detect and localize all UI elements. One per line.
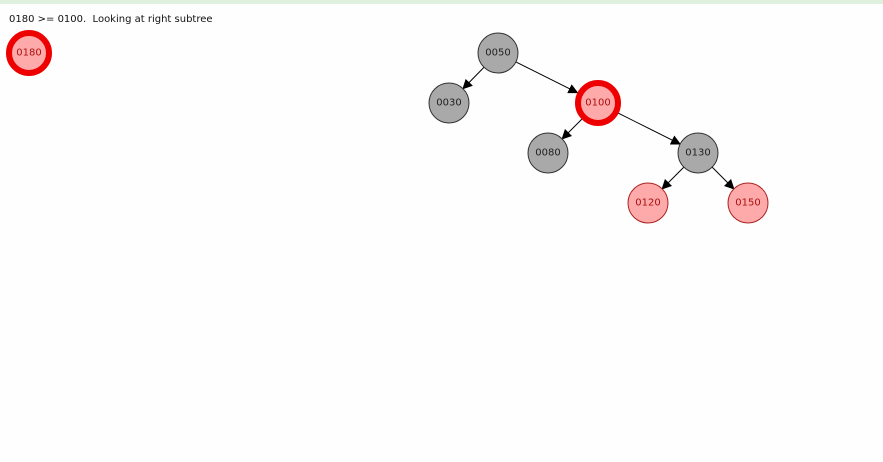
tree-node-0150: 0150: [727, 182, 769, 224]
edge-n130-n150: [711, 166, 735, 190]
edge-n50-n100: [515, 61, 579, 94]
top-border: [0, 0, 883, 4]
node-label: 0080: [535, 148, 560, 159]
node-circle: [6, 30, 52, 76]
node-circle: [575, 80, 621, 126]
edge-n100-n80: [561, 116, 585, 140]
node-label: 0100: [585, 98, 610, 109]
tree-node-0030: 0030: [428, 82, 470, 124]
tree-node-0120: 0120: [627, 182, 669, 224]
node-label: 0150: [735, 198, 760, 209]
edge-n100-n130: [615, 111, 682, 145]
node-circle: [527, 132, 569, 174]
node-label: 0030: [436, 98, 461, 109]
edge-n130-n120: [661, 166, 685, 190]
node-circle: [477, 32, 519, 74]
tree-node-0100: 0100: [575, 80, 621, 126]
node-circle: [627, 182, 669, 224]
tree-node-0180: 0180: [6, 30, 52, 76]
node-label: 0120: [635, 198, 660, 209]
tree-node-0080: 0080: [527, 132, 569, 174]
tree-node-0130: 0130: [677, 132, 719, 174]
edges-layer: [462, 61, 735, 190]
node-circle: [677, 132, 719, 174]
inserting-node-layer: 0180: [6, 30, 52, 76]
tree-node-0050: 0050: [477, 32, 519, 74]
edge-n50-n30: [462, 66, 485, 90]
node-circle: [727, 182, 769, 224]
node-label: 0180: [16, 48, 41, 59]
nodes-layer: 0050 0030 0100 0080 0130 0120 0150: [428, 32, 769, 224]
node-label: 0050: [485, 48, 510, 59]
node-label: 0130: [685, 148, 710, 159]
node-circle: [428, 82, 470, 124]
status-message: 0180 >= 0100. Looking at right subtree: [9, 14, 213, 25]
